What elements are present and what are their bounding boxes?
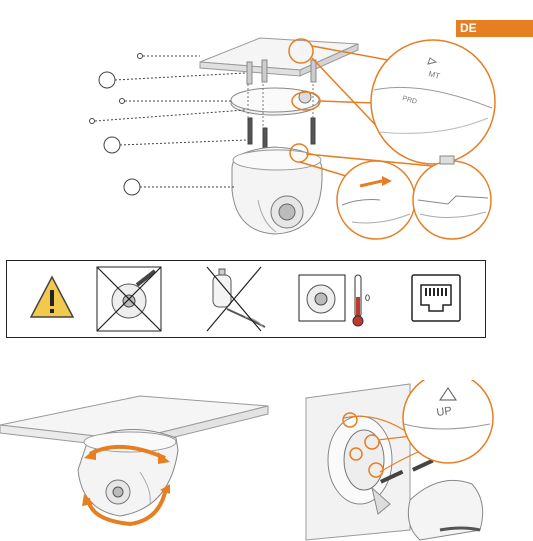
installation-diagram-bottom: UP — [0, 380, 533, 541]
warnings-panel: 0 — [6, 260, 486, 338]
callout-3 — [120, 99, 233, 104]
ceiling-dome-rotation — [0, 396, 268, 516]
ethernet-port-icon — [412, 275, 460, 321]
no-chemical-cleaner-icon — [207, 267, 265, 331]
callout-1 — [138, 54, 201, 59]
zoom-circle-up: UP — [403, 380, 493, 463]
callout-4 — [90, 110, 246, 124]
detail-circle-left — [337, 161, 415, 239]
plate-screws — [248, 118, 315, 148]
zoom-circle-labels: MT PRD — [371, 40, 495, 164]
no-disassemble-icon — [97, 267, 161, 331]
installation-diagram-top: MT PRD — [0, 0, 533, 250]
warning-triangle-icon — [31, 277, 73, 317]
zoom-label-up: UP — [436, 405, 453, 419]
callout-6 — [124, 179, 234, 195]
warnings-icons: 0 — [7, 261, 487, 339]
temperature-icon: 0 — [299, 275, 370, 326]
callout-2 — [99, 72, 245, 88]
detail-circle-right — [413, 156, 491, 239]
camera-dome — [232, 147, 322, 234]
callout-5 — [104, 137, 246, 153]
temperature-label: 0 — [365, 293, 370, 303]
